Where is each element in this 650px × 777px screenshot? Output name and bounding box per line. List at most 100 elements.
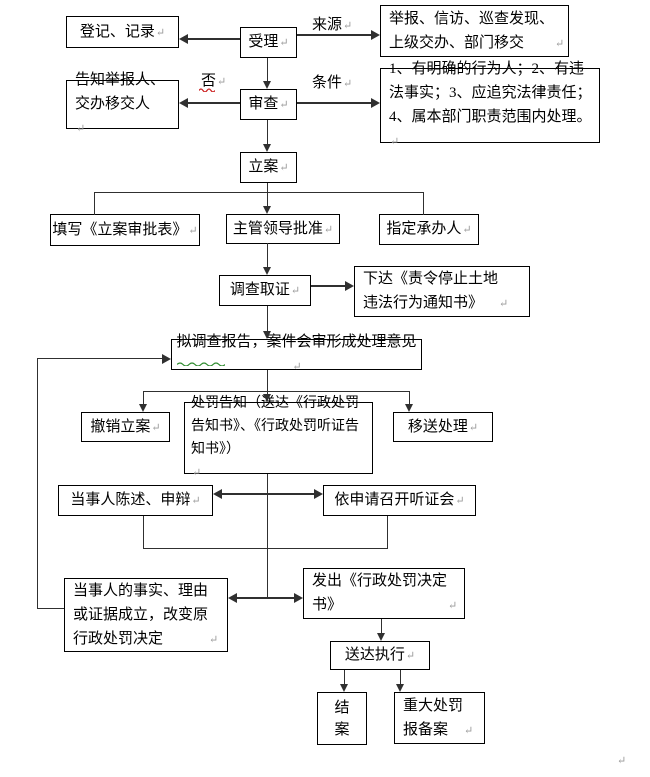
arrowhead-down-review [263,81,271,89]
node-label: 指定承办人 [386,221,462,237]
conn-serve-to-major [400,670,401,684]
node-label: 立案 [248,159,279,175]
conn-review-to-conditions [297,102,372,104]
arrowhead-down-serve [377,633,385,641]
node-label: 举报、信访、巡查发现、 上级交办、部门移交 [389,10,555,51]
arrowhead-down-filing [263,144,271,152]
paragraph-mark: ↵ [343,78,353,90]
node-label: 当事人的事实、理由 或证据成立，改变原 行政处罚决定 [73,582,209,647]
conn-feedback-vertical [37,359,38,608]
conn-investigation-to-report [267,306,268,331]
node-label: 填写《立案审批表》 [52,221,188,238]
node-label: 依申请召开听证会 [334,492,455,508]
arrowhead-right-hearing [314,489,323,499]
conn-hearing-drop [387,516,388,548]
node-investigation-evidence: 调查取证↵ [219,275,311,306]
node-close-case: 结 案 [317,692,367,745]
arrowhead-down-investigation [263,267,271,275]
paragraph-mark: ↵ [151,421,161,434]
conn-acceptance-to-register [187,38,240,40]
node-case-sources: 举报、信访、巡查发现、 上级交办、部门移交↵ [380,5,569,57]
paragraph-mark: ↵ [292,361,302,373]
paragraph-mark: ↵ [455,495,465,507]
stray-paragraph-mark: ↵ [617,755,627,767]
node-case-filing: 立案↵ [240,152,297,183]
arrowhead-right-decision [294,593,303,603]
node-label: 主管领导批准 [232,220,323,237]
arrowhead-left-register [179,34,188,44]
paragraph-mark: ↵ [405,650,416,662]
conn-statement-hearing [222,493,314,495]
paragraph-mark: ↵ [464,724,474,737]
conn-acceptance-to-review [267,58,268,81]
conn-filing-branch [94,192,424,193]
paragraph-mark: ↵ [462,224,472,236]
node-label: 下达《责令停止土地 违法行为通知书》 [363,271,499,311]
conn-change-decision [237,597,294,599]
red-squiggle-underline [199,88,215,92]
paragraph-mark: ↵ [290,285,301,297]
conn-feedback-bottom [37,608,64,609]
node-label: 送达执行 [344,647,405,663]
paragraph-mark: ↵ [555,37,565,50]
conn-serve-to-close [344,670,345,684]
node-revoke-filing: 撤销立案↵ [81,412,170,442]
arrowhead-right-report-feedback [162,354,171,364]
conn-acceptance-to-sources [297,34,372,36]
arrowhead-down-revoke [139,404,147,412]
green-squiggle-underline [177,362,225,366]
conn-review-to-filing [267,120,268,144]
label-no-text: 否 [201,73,217,89]
node-hearing-on-request: 依申请召开听证会↵ [323,485,476,516]
conn-filing-to-approval [267,183,268,206]
paragraph-mark: ↵ [279,99,289,111]
arrowhead-down-major [396,684,404,692]
paragraph-mark: ↵ [468,421,479,434]
node-label: 拟调查报告，案件会审形成处理意见 [176,334,417,350]
node-leader-approval: 主管领导批准↵ [226,214,340,244]
paragraph-mark: ↵ [279,162,289,174]
node-serve-execute: 送达执行↵ [330,641,430,670]
node-label: 调查取证 [229,282,290,298]
node-penalty-notification: 处罚告知（送达《行政处罚 告知书》、《行政处罚听证告 知书》）↵ [184,396,373,479]
conn-decision-to-serve [381,619,382,633]
conn-approval-to-investigation [267,243,268,267]
node-assign-handler: 指定承办人↵ [379,214,479,245]
arrowhead-down-report [263,331,271,339]
node-major-penalty-report: 重大处罚 报备案↵ [394,692,485,744]
node-label: 结 案 [334,699,350,738]
node-stop-violation-notice: 下达《责令停止土地 违法行为通知书》↵ [354,266,530,317]
paragraph-mark: ↵ [499,298,509,310]
node-review: 审查↵ [240,89,297,120]
node-label: 登记、记录 [79,23,155,40]
arrowhead-down-penalty-note [263,394,271,402]
conn-branch-to-penalty-note [267,392,268,394]
conn-review-to-notify [186,102,240,104]
paragraph-mark: ↵ [192,466,202,479]
arrowhead-right-conditions [371,98,380,108]
paragraph-mark: ↵ [155,26,166,39]
node-change-original-decision: 当事人的事实、理由 或证据成立，改变原 行政处罚决定↵ [64,578,228,652]
node-fill-approval-form: 填写《立案审批表》↵ [50,214,200,246]
arrowhead-left-statement [213,489,222,499]
paragraph-mark: ↵ [279,37,289,49]
arrowhead-right-sources [371,30,380,40]
node-label: 1、有明确的行为人；2、有违 法事实；3、应追究法律责任； 4、属本部门职责范围… [389,61,592,125]
node-label: 发出《行政处罚决定 书》 [312,573,448,613]
arrowhead-right-notice [345,281,354,291]
conn-branch-to-revoke [143,392,144,404]
node-filing-conditions: 1、有明确的行为人；2、有违 法事实；3、应追究法律责任； 4、属本部门职责范围… [380,61,600,148]
paragraph-mark: ↵ [448,600,458,612]
label-source: 来源↵ [312,16,352,35]
arrowhead-left-change [228,593,237,603]
node-label: 移送处理 [407,418,468,435]
paragraph-mark: ↵ [343,20,353,32]
node-transfer-handling: 移送处理↵ [393,412,493,442]
conn-statement-drop [143,516,144,548]
paragraph-mark: ↵ [76,123,86,135]
paragraph-mark: ↵ [209,633,219,646]
arrowhead-down-transfer [405,404,413,412]
arrowhead-left-notify [179,98,188,108]
node-label: 审查 [248,96,279,112]
